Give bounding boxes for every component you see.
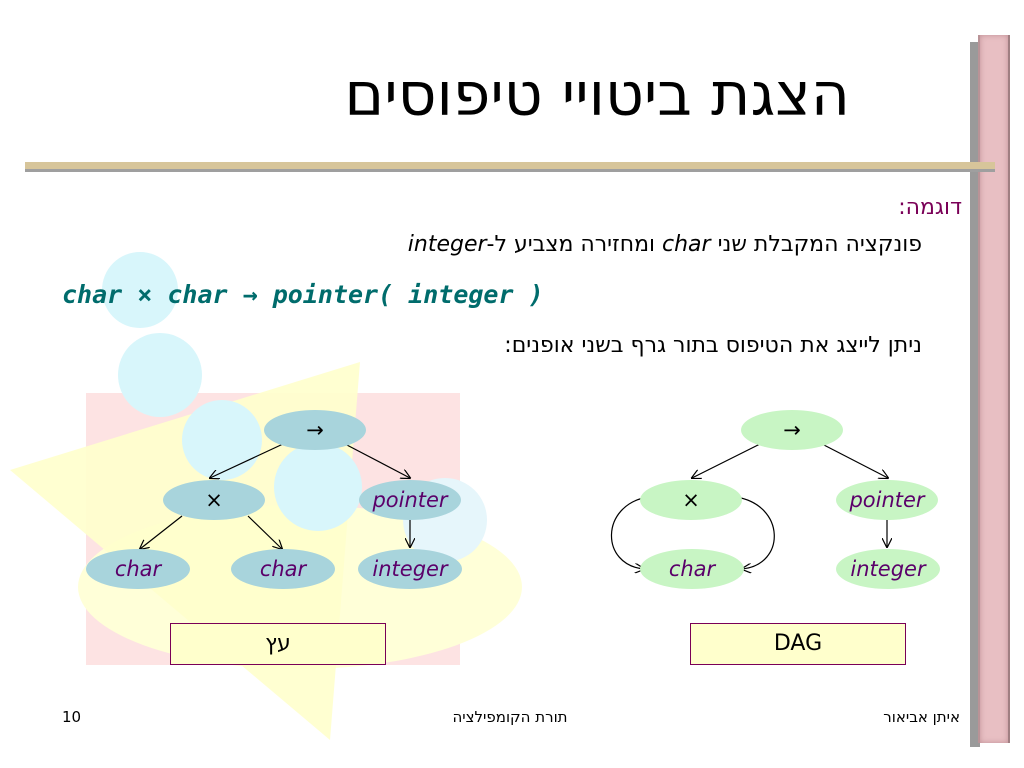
tree-node-pointer: pointer: [359, 480, 461, 520]
dag-node-times: ×: [640, 480, 742, 520]
desc-part1: פונקציה המקבלת שני: [710, 232, 922, 257]
tree-node-integer: integer: [358, 549, 462, 589]
dag-edge-arrow-pointer: [821, 443, 888, 478]
desc-integer: integer: [407, 232, 487, 257]
dag-node-integer: integer: [836, 549, 940, 589]
tree-edge-times-char-right: [247, 515, 282, 549]
representation-note: ניתן לייצג את הטיפוס בתור גרף בשני אופני…: [504, 333, 922, 358]
footer-course: תורת הקומפילציה: [452, 708, 568, 726]
tree-node-times: ×: [163, 480, 265, 520]
bg-circle-3: [182, 400, 262, 480]
dag-node-char: char: [640, 549, 744, 589]
type-signature: char × char → pointer( integer ): [62, 280, 544, 309]
desc-part2: ומחזירה מצביע ל-: [486, 232, 663, 257]
dag-node-pointer: pointer: [836, 480, 938, 520]
side-decoration-bar: [978, 35, 1010, 743]
dag-edge-times-char-left: [610, 496, 649, 569]
tree-edge-arrow-pointer: [344, 443, 410, 478]
tree-edge-arrow-times: [210, 443, 284, 478]
desc-char: char: [662, 232, 711, 257]
tree-node-arrow: →: [264, 410, 366, 450]
slide-title: הצגת ביטויי טיפוסים: [344, 60, 850, 130]
dag-label-box: DAG: [690, 623, 906, 665]
title-underline: [25, 162, 995, 172]
example-label: דוגמה:: [898, 195, 962, 220]
tree-edge-times-char-left: [140, 515, 183, 549]
dag-edge-arrow-times: [692, 443, 761, 478]
side-bar-shadow: [970, 42, 980, 747]
function-description: פונקציה המקבלת שני char ומחזירה מצביע ל-…: [200, 232, 922, 257]
tree-node-char-right: char: [231, 549, 335, 589]
dag-node-arrow: →: [741, 410, 843, 450]
bg-circle-4: [274, 443, 362, 531]
bg-circle-1: [102, 252, 178, 328]
page-number: 10: [62, 708, 82, 726]
dag-edge-times-char-right: [735, 496, 775, 569]
bg-circle-2: [118, 333, 202, 417]
tree-node-char-left: char: [86, 549, 190, 589]
tree-label-box: עץ: [170, 623, 386, 665]
footer-author: איתן אביאור: [883, 708, 960, 726]
